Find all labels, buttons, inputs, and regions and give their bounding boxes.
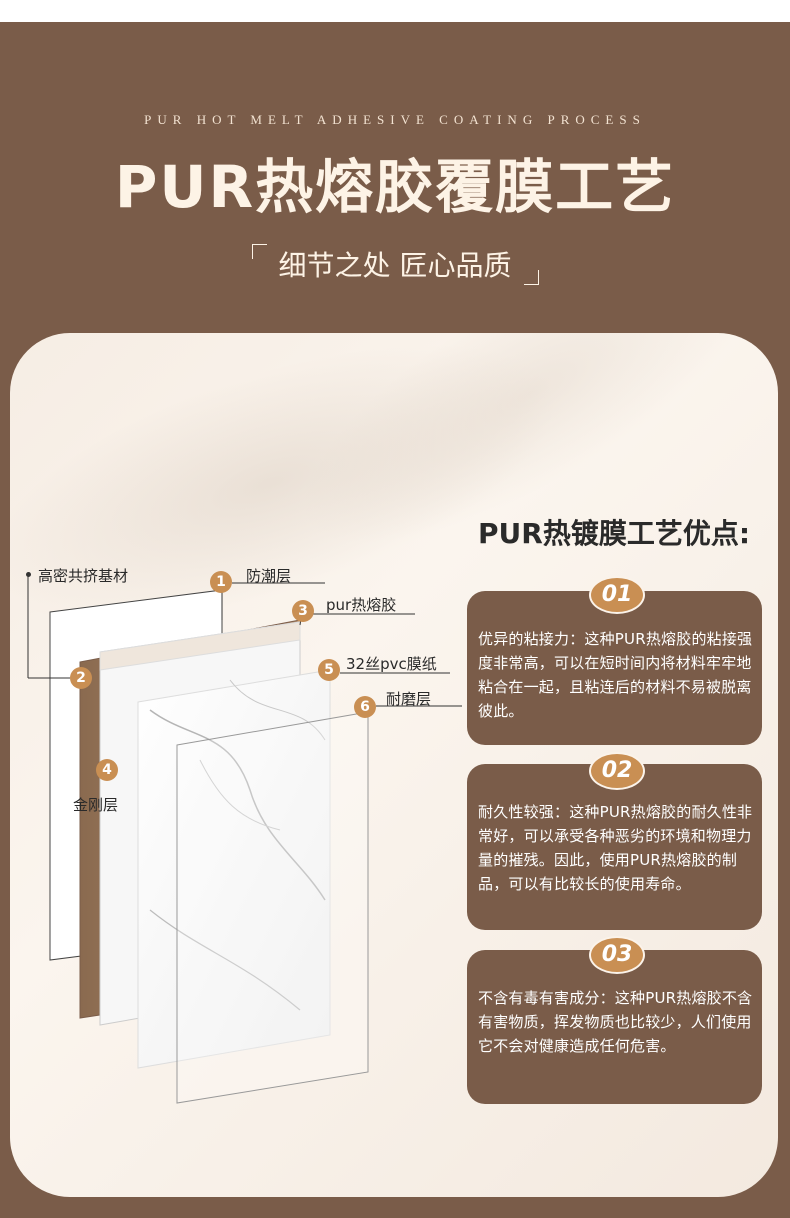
marble-vein <box>149 909 301 1011</box>
advantage-text: 不含有毒有害成分：这种PUR热熔胶不含有害物质，挥发物质也比较少，人们使用它不会… <box>478 989 753 1055</box>
layer-number-6: 6 <box>354 696 376 718</box>
bracket-right <box>524 270 539 285</box>
marble-vein <box>229 679 326 741</box>
layer-label-moisture: 防潮层 <box>246 567 292 585</box>
advantage-card-3: 不含有毒有害成分：这种PUR热熔胶不含有害物质，挥发物质也比较少，人们使用它不会… <box>467 950 762 1104</box>
layer-number-4: 4 <box>96 759 118 781</box>
layer-label-pvc: 32丝pvc膜纸 <box>346 655 437 673</box>
page-subtitle: 细节之处 匠心品质 <box>278 249 512 282</box>
english-heading: PUR HOT MELT ADHESIVE COATING PROCESS <box>144 112 646 127</box>
advantage-card-2: 耐久性较强：这种PUR热熔胶的耐久性非常好，可以承受各种恶劣的环境和物理力量的摧… <box>467 764 762 930</box>
top-strip <box>0 0 790 22</box>
marble-vein <box>149 709 326 901</box>
layer-label-wear: 耐磨层 <box>386 690 432 708</box>
advantages-title: PUR热镀膜工艺优点: <box>478 517 751 550</box>
layer-number-2: 2 <box>70 667 92 689</box>
pvc-film-sheet <box>137 669 331 1069</box>
page-title: PUR热熔胶覆膜工艺 <box>114 153 676 221</box>
layer-number-3: 3 <box>292 600 314 622</box>
wear-layer-sheet <box>176 711 369 1104</box>
layer-label-substrate: 高密共挤基材 <box>38 567 129 585</box>
marble-vein <box>199 759 281 831</box>
layer-label-glue: pur热熔胶 <box>326 596 397 614</box>
layer-number-1: 1 <box>210 571 232 593</box>
advantage-card-1: 优异的粘接力：这种PUR热熔胶的粘接强度非常高，可以在短时间内将材料牢牢地粘合在… <box>467 591 762 745</box>
layer-label-diamond: 金刚层 <box>73 796 119 814</box>
bracket-left <box>252 244 267 259</box>
glue-layer-strip <box>99 621 301 671</box>
advantage-text: 耐久性较强：这种PUR热熔胶的耐久性非常好，可以承受各种恶劣的环境和物理力量的摧… <box>478 803 753 893</box>
advantage-badge-3: 03 <box>589 936 645 974</box>
leader-dot <box>26 572 31 577</box>
advantage-badge-2: 02 <box>589 752 645 790</box>
layer-number-5: 5 <box>318 659 340 681</box>
advantage-badge-1: 01 <box>589 576 645 614</box>
advantage-text: 优异的粘接力：这种PUR热熔胶的粘接强度非常高，可以在短时间内将材料牢牢地粘合在… <box>478 630 753 720</box>
